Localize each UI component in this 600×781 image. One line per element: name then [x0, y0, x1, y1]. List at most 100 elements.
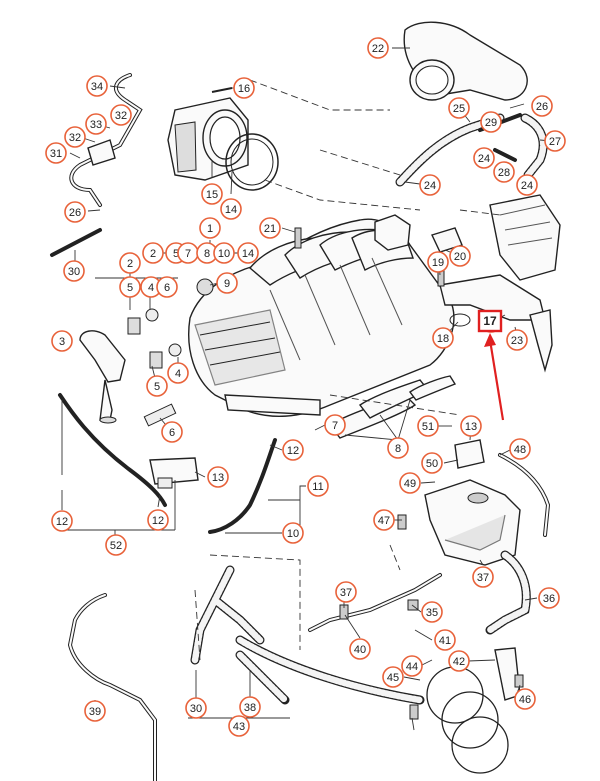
callout-circle [538, 587, 560, 609]
callout-37: 37 [472, 566, 494, 588]
callout-14: 14 [237, 242, 259, 264]
callout-15: 15 [201, 183, 223, 205]
callout-circle [506, 329, 528, 351]
callout-label: 4 [175, 368, 181, 380]
callout-label: 15 [206, 189, 218, 201]
callout-label: 10 [287, 528, 299, 540]
callout-48: 48 [509, 438, 531, 460]
callout-label: 33 [90, 119, 102, 131]
callout-circle [335, 581, 357, 603]
callout-circle [147, 509, 169, 531]
callout-50: 50 [421, 452, 443, 474]
callout-circle [516, 174, 538, 196]
callout-43: 43 [228, 715, 250, 737]
callout-label: 32 [69, 132, 81, 144]
callout-label: 24 [424, 180, 436, 192]
callout-16: 16 [233, 77, 255, 99]
callout-circle [367, 37, 389, 59]
callout-label: 34 [91, 81, 103, 93]
callout-circle [220, 198, 242, 220]
callout-label: 30 [68, 266, 80, 278]
callout-38: 38 [239, 696, 261, 718]
callout-label: 7 [332, 420, 338, 432]
callout-label: 8 [204, 248, 210, 260]
callout-label: 7 [185, 248, 191, 260]
callout-28: 28 [493, 161, 515, 183]
callout-7: 7 [324, 414, 346, 436]
callout-label: 37 [477, 572, 489, 584]
callout-label: 45 [387, 672, 399, 684]
callout-label: 1 [207, 223, 213, 235]
callout-circle [51, 330, 73, 352]
callout-52: 52 [105, 534, 127, 556]
callout-34: 34 [86, 75, 108, 97]
callout-circle [64, 201, 86, 223]
callout-label: 5 [127, 282, 133, 294]
callout-circle [84, 700, 106, 722]
callout-circle [161, 421, 183, 443]
callout-label: 2 [127, 258, 133, 270]
callout-4: 4 [140, 276, 162, 298]
callout-35: 35 [421, 601, 443, 623]
callout-27: 27 [544, 130, 566, 152]
callout-label: 29 [485, 117, 497, 129]
callout-24: 24 [516, 174, 538, 196]
callout-label: 51 [422, 421, 434, 433]
callout-label: 3 [59, 336, 65, 348]
callout-label: 11 [312, 481, 323, 493]
callout-label: 42 [453, 656, 465, 668]
callout-label: 2 [150, 248, 156, 260]
callout-circle [324, 414, 346, 436]
callout-26: 26 [64, 201, 86, 223]
callout-40: 40 [349, 638, 371, 660]
callout-circle [259, 217, 281, 239]
callout-circle [514, 688, 536, 710]
callout-32: 32 [110, 104, 132, 126]
callout-circle [427, 251, 449, 273]
callout-circle [213, 242, 235, 264]
callout-label: 32 [115, 110, 127, 122]
highlight-arrow [484, 333, 505, 421]
callout-39: 39 [84, 700, 106, 722]
callout-14: 14 [220, 198, 242, 220]
callout-25: 25 [448, 97, 470, 119]
callout-circle [110, 104, 132, 126]
callout-circle [64, 126, 86, 148]
callout-label: 22 [372, 43, 384, 55]
callout-circle [63, 260, 85, 282]
callout-circle [228, 715, 250, 737]
callout-1: 1 [199, 217, 221, 239]
callout-circle [399, 472, 421, 494]
callout-circle [421, 452, 443, 474]
callout-label: 6 [164, 282, 170, 294]
callout-11: 11 [307, 475, 329, 497]
callout-circle [282, 439, 304, 461]
callout-label: 27 [549, 136, 561, 148]
callout-12: 12 [147, 509, 169, 531]
callout-label: 4 [148, 282, 154, 294]
callout-12: 12 [282, 439, 304, 461]
callout-circle [156, 276, 178, 298]
callout-circle [544, 130, 566, 152]
callout-label: 35 [426, 607, 438, 619]
callout-label: 23 [511, 335, 523, 347]
callout-label: 44 [406, 661, 418, 673]
callout-label: 12 [56, 516, 68, 528]
callout-label: 50 [426, 458, 438, 470]
callout-30: 30 [185, 697, 207, 719]
callout-circle [401, 655, 423, 677]
callout-6: 6 [161, 421, 183, 443]
evap-canister-drawing [424, 439, 521, 566]
callout-circle [185, 697, 207, 719]
callout-label: 40 [354, 644, 366, 656]
pressure-sensor-drawing [426, 647, 521, 774]
callout-circle [473, 147, 495, 169]
dashed-leaders [194, 79, 501, 661]
highlight-label: 17 [483, 314, 497, 328]
callout-12: 12 [51, 510, 73, 532]
callout-circle [51, 510, 73, 532]
throttle-body-drawing [167, 87, 279, 191]
small-fittings-drawing [127, 227, 524, 720]
callout-37: 37 [335, 581, 357, 603]
